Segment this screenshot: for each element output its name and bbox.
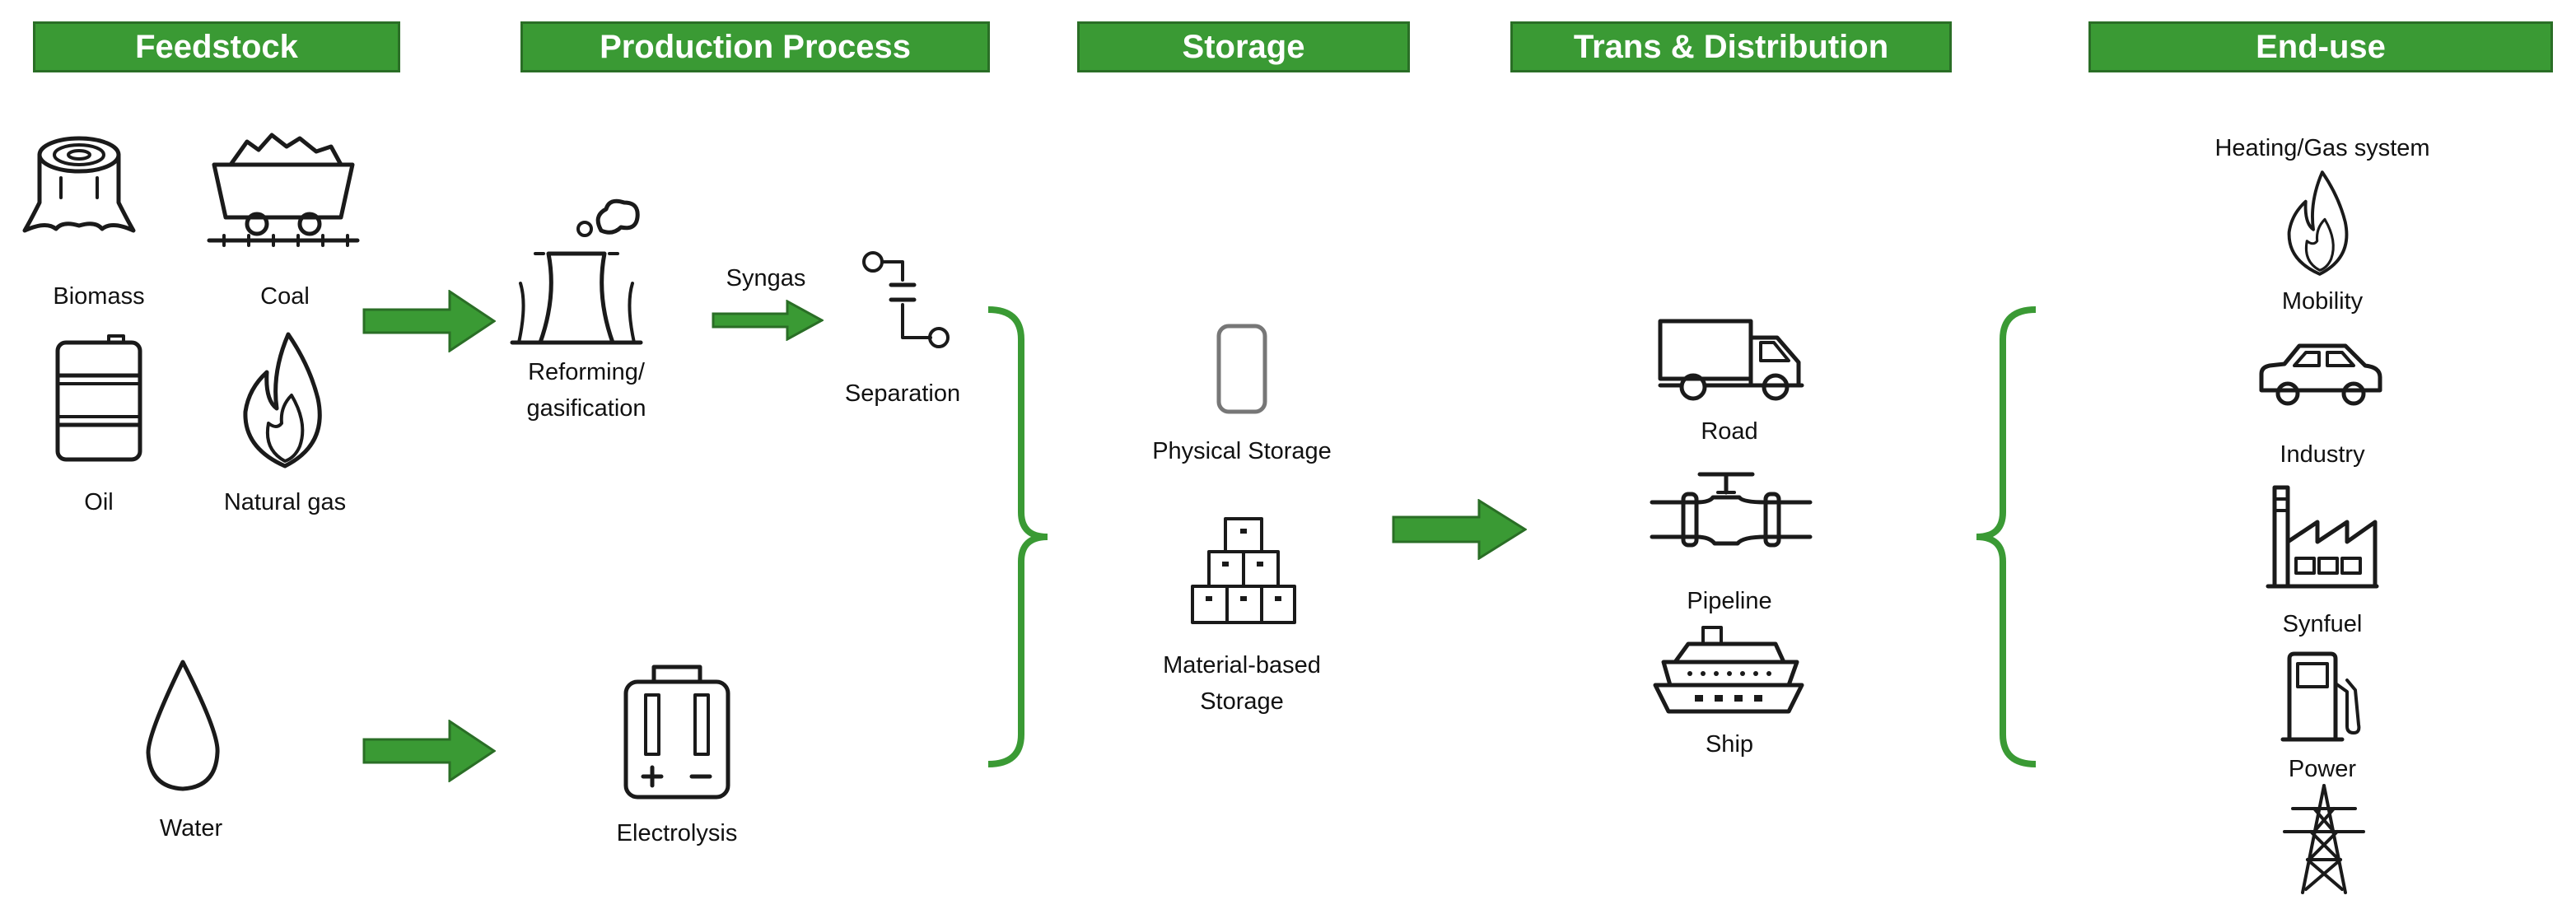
brace-transport-to-end-use — [1970, 306, 2039, 767]
arrow-storage-to-transport — [1392, 498, 1528, 561]
truck-icon — [1657, 316, 1805, 402]
header-trans-distribution: Trans & Distribution — [1510, 21, 1952, 72]
label-reforming-line1: Reforming/ — [528, 359, 645, 385]
car-icon — [2256, 341, 2385, 407]
oil-barrel-icon — [49, 334, 148, 464]
label-coal: Coal — [260, 283, 310, 310]
label-material-storage-line1: Material-based — [1163, 652, 1321, 679]
label-power: Power — [2288, 756, 2357, 782]
label-biomass: Biomass — [53, 283, 145, 310]
label-electrolysis: Electrolysis — [616, 820, 738, 846]
power-pylon-icon — [2281, 784, 2367, 894]
label-syngas: Syngas — [726, 265, 806, 291]
header-feedstock: Feedstock — [33, 21, 400, 72]
fuel-pump-icon — [2280, 651, 2364, 743]
header-end-use: End-use — [2088, 21, 2553, 72]
label-pipeline: Pipeline — [1687, 588, 1772, 614]
label-water: Water — [159, 815, 223, 842]
factory-icon — [2266, 484, 2379, 593]
arrow-feedstock-to-reforming — [362, 289, 497, 353]
label-industry: Industry — [2280, 441, 2365, 468]
valve-separation-icon — [860, 249, 952, 351]
tree-stump-icon — [21, 128, 137, 244]
ship-icon — [1652, 623, 1805, 716]
label-road: Road — [1701, 418, 1758, 445]
power-plant-icon — [510, 198, 643, 346]
label-material-storage: Material-based Storage — [1133, 647, 1351, 720]
label-reforming: Reforming/ gasification — [504, 354, 669, 427]
header-storage: Storage — [1077, 21, 1410, 72]
label-ship: Ship — [1705, 731, 1754, 758]
water-drop-icon — [145, 659, 221, 792]
gas-cylinder-icon — [1216, 323, 1268, 415]
label-mobility: Mobility — [2281, 288, 2364, 315]
arrow-water-to-electrolysis — [362, 719, 497, 783]
battery-electrolysis-icon — [621, 662, 733, 800]
label-synfuel: Synfuel — [2282, 611, 2363, 637]
label-separation: Separation — [844, 380, 961, 407]
brace-production-to-storage — [985, 306, 1054, 767]
stacked-boxes-icon — [1189, 515, 1298, 626]
label-reforming-line2: gasification — [526, 395, 646, 422]
label-material-storage-line2: Storage — [1200, 688, 1284, 715]
pipeline-valve-icon — [1650, 468, 1813, 553]
arrow-syngas — [712, 299, 825, 342]
header-production-process: Production Process — [520, 21, 990, 72]
flame-icon — [239, 331, 329, 469]
label-oil: Oil — [84, 489, 114, 515]
label-physical-storage: Physical Storage — [1152, 438, 1332, 464]
label-heating-gas-system: Heating/Gas system — [2214, 135, 2430, 161]
flame-icon — [2281, 170, 2357, 277]
coal-cart-icon — [207, 132, 360, 247]
label-natural-gas: Natural gas — [223, 489, 347, 515]
